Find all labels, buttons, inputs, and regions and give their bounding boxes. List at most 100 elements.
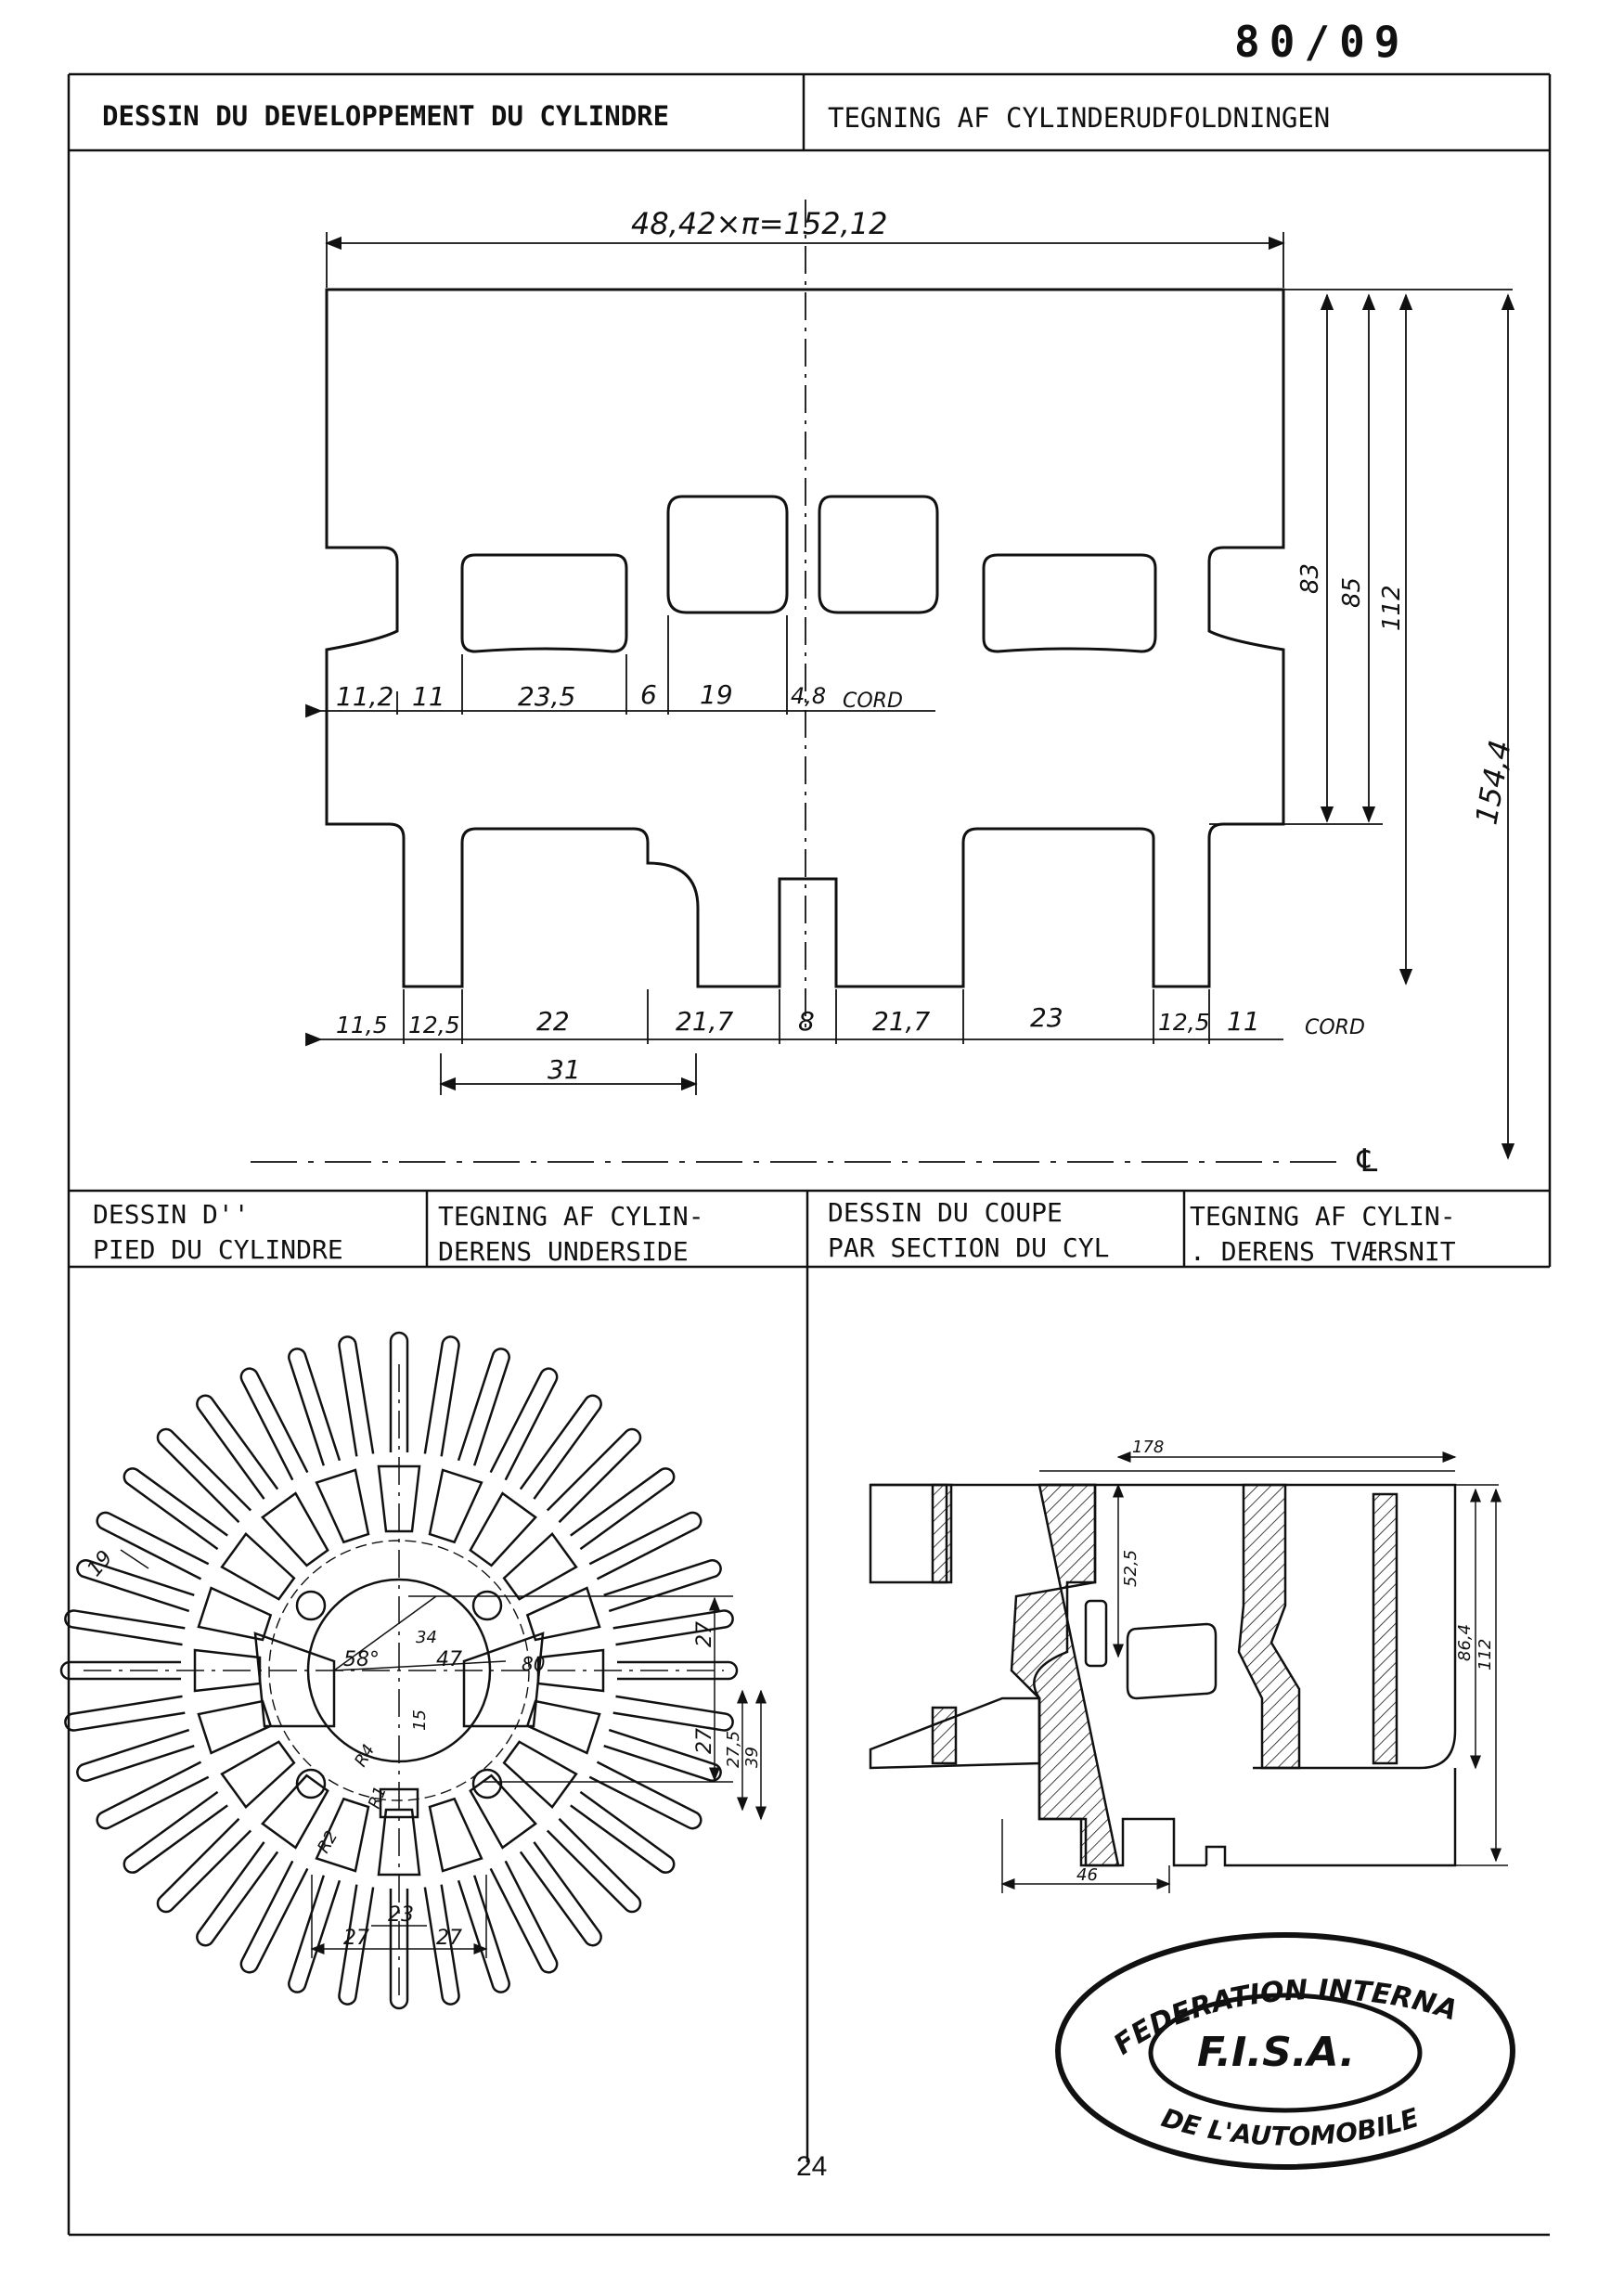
centerline-symbol: ℄	[1353, 1142, 1381, 1180]
cooling-fin	[546, 1427, 642, 1524]
upper-dim-5: 19	[700, 679, 733, 710]
underside-label-16: 27	[436, 1927, 462, 1950]
underside-label-13: 39	[742, 1747, 762, 1768]
inner-fin-slot	[469, 1491, 537, 1567]
underside-label-5: 80	[522, 1653, 545, 1675]
underside-label-2: 58°	[343, 1648, 380, 1671]
section-port-2	[1126, 1622, 1218, 1700]
lower-dim-8: 12,5	[1158, 1009, 1210, 1036]
cooling-fin	[457, 1875, 510, 1993]
upper-dim-6: 4,8	[791, 683, 826, 709]
lower-dim-2: 12,5	[408, 1012, 460, 1038]
bolt-hole-4	[471, 1768, 503, 1799]
section-label-2: 52,5	[1121, 1550, 1141, 1587]
underside-drawing	[59, 1331, 767, 2010]
cooling-fin	[457, 1348, 510, 1466]
fisa-stamp: FEDERATION INTERNATIONALE F.I.S.A. DE L'…	[0, 0, 1515, 2170]
underside-label-3: 34	[416, 1628, 437, 1647]
cooling-fin	[570, 1790, 676, 1874]
cooling-fin	[96, 1761, 210, 1830]
top-title-danish: TEGNING AF CYLINDERUDFOLDNINGEN	[828, 102, 1331, 134]
bottom-left-title-danish-line1: TEGNING AF CYLIN-	[438, 1201, 704, 1232]
section-lower-fin-hatch	[931, 1706, 958, 1765]
window-3	[818, 495, 939, 614]
bottom-right-title-danish: TEGNING AF CYLIN- . DERENS TVÆRSNIT	[1190, 1199, 1456, 1270]
bottom-right-title-french-line2: PAR SECTION DU CYL	[828, 1232, 1110, 1263]
underside-label-15: 27	[343, 1927, 369, 1950]
cooling-fin	[588, 1761, 702, 1830]
lower-cord-label: CORD	[1305, 1016, 1365, 1039]
inner-fin-slot	[315, 1468, 370, 1544]
inner-fin-slot	[536, 1648, 605, 1693]
development-dimension-lines	[251, 200, 1515, 1163]
inner-fin-slot	[220, 1532, 296, 1601]
inner-fin-slot	[261, 1774, 329, 1850]
cooling-fin	[489, 1367, 559, 1481]
development-labels: 48,42×π=152,12 11,2 11 23,5 6 19 4,8 COR…	[336, 206, 1518, 1180]
bolt-hole-1	[295, 1590, 327, 1621]
upper-cord-label: CORD	[843, 690, 903, 713]
cooling-fin	[489, 1860, 559, 1974]
height-dim-4: 154,4	[1468, 738, 1517, 828]
cooling-fin	[423, 1335, 460, 1457]
section-base-outline	[1205, 1768, 1457, 1867]
cooling-fin	[603, 1559, 722, 1613]
cooling-fin	[96, 1511, 210, 1580]
transfer-port-right	[462, 1632, 545, 1728]
inner-fin-slot	[220, 1740, 296, 1809]
underside-label-4: 47	[436, 1648, 462, 1671]
window-4	[982, 553, 1157, 653]
bottom-left-title-danish: TEGNING AF CYLIN- DERENS UNDERSIDE	[438, 1199, 704, 1270]
cooling-fin	[423, 1884, 460, 2006]
section-labels: 178 52,5 86,4 112 46	[1076, 1438, 1495, 1885]
cooling-fin	[122, 1467, 228, 1551]
inner-fin-slot	[502, 1740, 578, 1809]
cooling-fin	[612, 1695, 734, 1732]
page-number: 24	[796, 2151, 828, 2182]
section-label-3: 86,4	[1455, 1624, 1475, 1661]
cooling-fin	[239, 1367, 309, 1481]
cooling-fin	[76, 1728, 195, 1782]
window-1	[460, 553, 628, 653]
height-dim-1: 83	[1296, 563, 1324, 594]
cooling-fin	[122, 1790, 228, 1874]
underside-label-6: 15	[410, 1709, 430, 1731]
bottom-left-title-french-line1: DESSIN D''	[93, 1199, 250, 1230]
top-title-french: DESSIN DU DEVELOPPEMENT DU CYLINDRE	[102, 100, 670, 132]
cooling-fin	[519, 1394, 602, 1500]
bottom-right-title-french-line1: DESSIN DU COUPE	[828, 1197, 1063, 1228]
cooling-fins-ring	[59, 1331, 739, 2010]
cooling-fin	[570, 1467, 676, 1551]
cooling-fin	[288, 1875, 342, 1993]
section-wall-right-hatch	[1237, 1483, 1301, 1770]
cooling-fin	[59, 1660, 181, 1681]
sheet-frame	[67, 72, 1552, 2237]
cooling-fin	[196, 1394, 279, 1500]
bottom-left-title-french: DESSIN D'' PIED DU CYLINDRE	[93, 1197, 343, 1268]
inner-fin-slot	[197, 1699, 273, 1755]
underside-label-7: R4	[351, 1741, 379, 1770]
cooling-fin	[156, 1817, 252, 1914]
underside-label-10: 27	[693, 1621, 716, 1647]
inner-fin-slot	[502, 1532, 578, 1601]
overall-width-label: 48,42×π=152,12	[631, 206, 887, 241]
inner-fin-slot	[315, 1797, 370, 1873]
section-exhaust-lip	[869, 1696, 1041, 1770]
upper-dim-2: 11	[412, 681, 445, 712]
section-label-1: 178	[1132, 1438, 1164, 1457]
underside-label-14: 23	[388, 1903, 414, 1927]
bolt-hole-3	[295, 1768, 327, 1799]
lower-dim-7: 23	[1030, 1002, 1063, 1033]
development-drawing	[325, 288, 1285, 988]
upper-dim-3: 23,5	[518, 681, 575, 712]
lower-dim-6: 21,7	[872, 1006, 931, 1037]
section-right-fin-hatch	[1372, 1492, 1398, 1765]
height-dim-3: 112	[1378, 585, 1406, 631]
cooling-fin	[612, 1609, 734, 1646]
cooling-fin	[338, 1335, 375, 1457]
upper-dim-1: 11,2	[336, 681, 393, 712]
development-outline	[325, 288, 1285, 988]
cooling-fin	[239, 1860, 309, 1974]
cooling-fin	[588, 1511, 702, 1580]
bottom-right-title-french: DESSIN DU COUPE PAR SECTION DU CYL	[828, 1195, 1109, 1266]
